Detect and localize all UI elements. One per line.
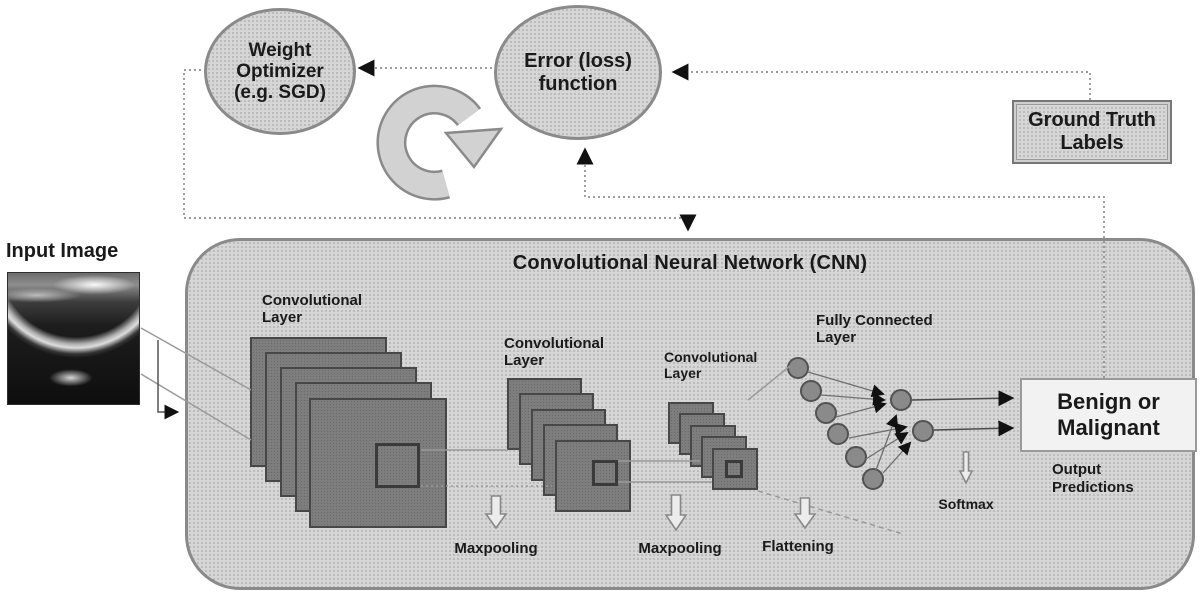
ground-truth-box: Ground Truth Labels	[1012, 100, 1172, 164]
output-predictions-caption: Output Predictions	[1052, 461, 1134, 496]
fully-connected-label: Fully Connected Layer	[816, 312, 933, 346]
conv-square	[555, 440, 631, 512]
fc-node	[845, 446, 867, 468]
weight-optimizer-node: Weight Optimizer (e.g. SGD)	[204, 8, 356, 135]
weight-optimizer-label-line3: (e.g. SGD)	[234, 82, 326, 103]
fc-node	[815, 402, 837, 424]
fc-node	[800, 380, 822, 402]
error-loss-node: Error (loss) function	[494, 5, 662, 140]
kernel-window	[592, 460, 618, 486]
maxpooling-label-2: Maxpooling	[638, 540, 722, 557]
weight-optimizer-label-line2: Optimizer	[236, 61, 324, 82]
error-loss-label-line2: function	[538, 72, 618, 95]
input-to-cnn-arrow	[157, 340, 180, 420]
fc-node	[862, 468, 884, 490]
conv-layer-1-label: Convolutional Layer	[262, 292, 362, 326]
fc-node-output	[912, 420, 934, 442]
fc-node	[787, 357, 809, 379]
conv-layer-3-label: Convolutional Layer	[664, 349, 758, 381]
flattening-label: Flattening	[762, 538, 834, 555]
input-image-label: Input Image	[6, 240, 119, 262]
ground-truth-label-line2: Labels	[1060, 132, 1124, 154]
softmax-label: Softmax	[938, 496, 994, 512]
cnn-title: Convolutional Neural Network (CNN)	[512, 252, 868, 274]
ground-truth-label-line1: Ground Truth	[1028, 109, 1156, 131]
weight-optimizer-label-line1: Weight	[248, 40, 312, 61]
conv-square	[309, 398, 447, 528]
kernel-window	[375, 443, 420, 488]
error-loss-label-line1: Error (loss)	[524, 49, 632, 72]
kernel-window	[725, 460, 743, 478]
groundtruth-to-error-arrow	[671, 63, 1091, 100]
fc-node	[827, 423, 849, 445]
input-image	[7, 272, 140, 405]
fc-node-output	[890, 389, 912, 411]
maxpooling-label-1: Maxpooling	[454, 540, 538, 557]
output-box-line1: Benign or	[1057, 389, 1160, 414]
output-box-line2: Malignant	[1057, 415, 1160, 440]
conv-layer-2-label: Convolutional Layer	[504, 335, 604, 369]
loop-arrow-icon	[376, 84, 504, 201]
conv-square	[712, 448, 758, 490]
output-prediction-box: Benign or Malignant	[1020, 378, 1197, 452]
